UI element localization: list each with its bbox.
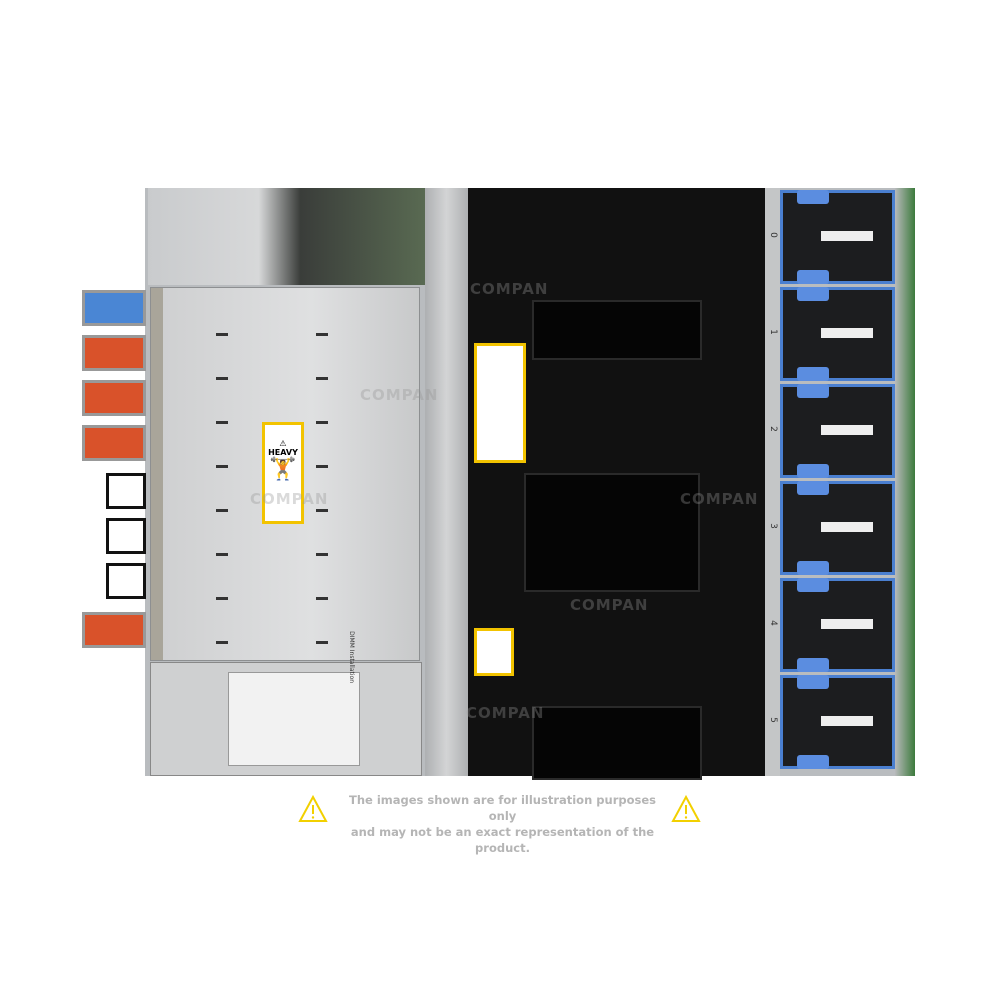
vent-slot xyxy=(316,597,328,600)
fan-number-strip xyxy=(765,188,780,776)
watermark: COMPAN xyxy=(360,386,439,404)
watermark: COMPAN xyxy=(466,704,545,722)
fan-label xyxy=(821,522,873,532)
drive-bay-handle[interactable] xyxy=(82,380,146,416)
fan-handle[interactable] xyxy=(797,384,829,398)
fan-number: 2 xyxy=(768,426,778,432)
fan-handle[interactable] xyxy=(797,367,829,381)
warning-triangle-icon xyxy=(298,795,328,822)
fan-label xyxy=(821,328,873,338)
shroud-warning-label xyxy=(474,343,526,463)
watermark: COMPAN xyxy=(470,280,549,298)
vent-slot xyxy=(316,641,328,644)
vent-slot xyxy=(316,377,328,380)
fan-handle[interactable] xyxy=(797,190,829,204)
vent-slot xyxy=(216,509,228,512)
fan-number: 3 xyxy=(768,523,778,529)
fan-label xyxy=(821,231,873,241)
fan-module[interactable] xyxy=(780,384,895,478)
vent-slot xyxy=(216,377,228,380)
vent-slot xyxy=(216,421,228,424)
fan-handle[interactable] xyxy=(797,675,829,689)
center-rail xyxy=(425,188,468,776)
fan-label xyxy=(821,619,873,629)
fan-handle[interactable] xyxy=(797,481,829,495)
motherboard-edge xyxy=(895,188,915,776)
fan-number: 1 xyxy=(768,329,778,335)
fan-number: 5 xyxy=(768,717,778,723)
fan-label xyxy=(821,716,873,726)
fan-handle[interactable] xyxy=(797,578,829,592)
fan-handle[interactable] xyxy=(797,755,829,769)
drive-bay-handle[interactable] xyxy=(82,335,146,371)
heavy-warning-label: ⚠HEAVY🏋 xyxy=(262,422,304,524)
vent-slot xyxy=(216,641,228,644)
vent-slot xyxy=(216,465,228,468)
fan-handle[interactable] xyxy=(797,287,829,301)
fan-label xyxy=(821,425,873,435)
vent-slot xyxy=(216,553,228,556)
fan-handle[interactable] xyxy=(797,658,829,672)
watermark: COMPAN xyxy=(680,490,759,508)
disclaimer-text: The images shown are for illustration pu… xyxy=(349,793,656,855)
drive-bay-handle[interactable] xyxy=(106,563,146,599)
fan-handle[interactable] xyxy=(797,270,829,284)
fan-module[interactable] xyxy=(780,287,895,381)
drive-bay-handle[interactable] xyxy=(82,290,146,326)
dimm-installation-label: DIMM Installation xyxy=(228,631,360,766)
fan-module[interactable] xyxy=(780,675,895,769)
shroud-caution-label xyxy=(474,628,514,676)
fan-module[interactable] xyxy=(780,578,895,672)
watermark: COMPAN xyxy=(250,490,329,508)
vent-slot xyxy=(216,597,228,600)
vent-slot xyxy=(316,333,328,336)
vent-slot xyxy=(316,465,328,468)
vent-slot xyxy=(316,509,328,512)
air-shroud xyxy=(468,188,765,780)
vent-slot xyxy=(216,333,228,336)
warning-triangle-icon xyxy=(671,795,701,822)
vent-slot xyxy=(316,553,328,556)
drive-bay-handle[interactable] xyxy=(106,473,146,509)
watermark: COMPAN xyxy=(570,596,649,614)
fan-module[interactable] xyxy=(780,481,895,575)
fan-number: 0 xyxy=(768,232,778,238)
drive-bay-handle[interactable] xyxy=(82,425,146,461)
fan-handle[interactable] xyxy=(797,561,829,575)
riser-card-area xyxy=(148,188,425,285)
fan-module[interactable] xyxy=(780,190,895,284)
fan-number: 4 xyxy=(768,620,778,626)
vent-slot xyxy=(316,421,328,424)
drive-bay-handle[interactable] xyxy=(82,612,146,648)
fan-handle[interactable] xyxy=(797,464,829,478)
drive-bay-handle[interactable] xyxy=(106,518,146,554)
